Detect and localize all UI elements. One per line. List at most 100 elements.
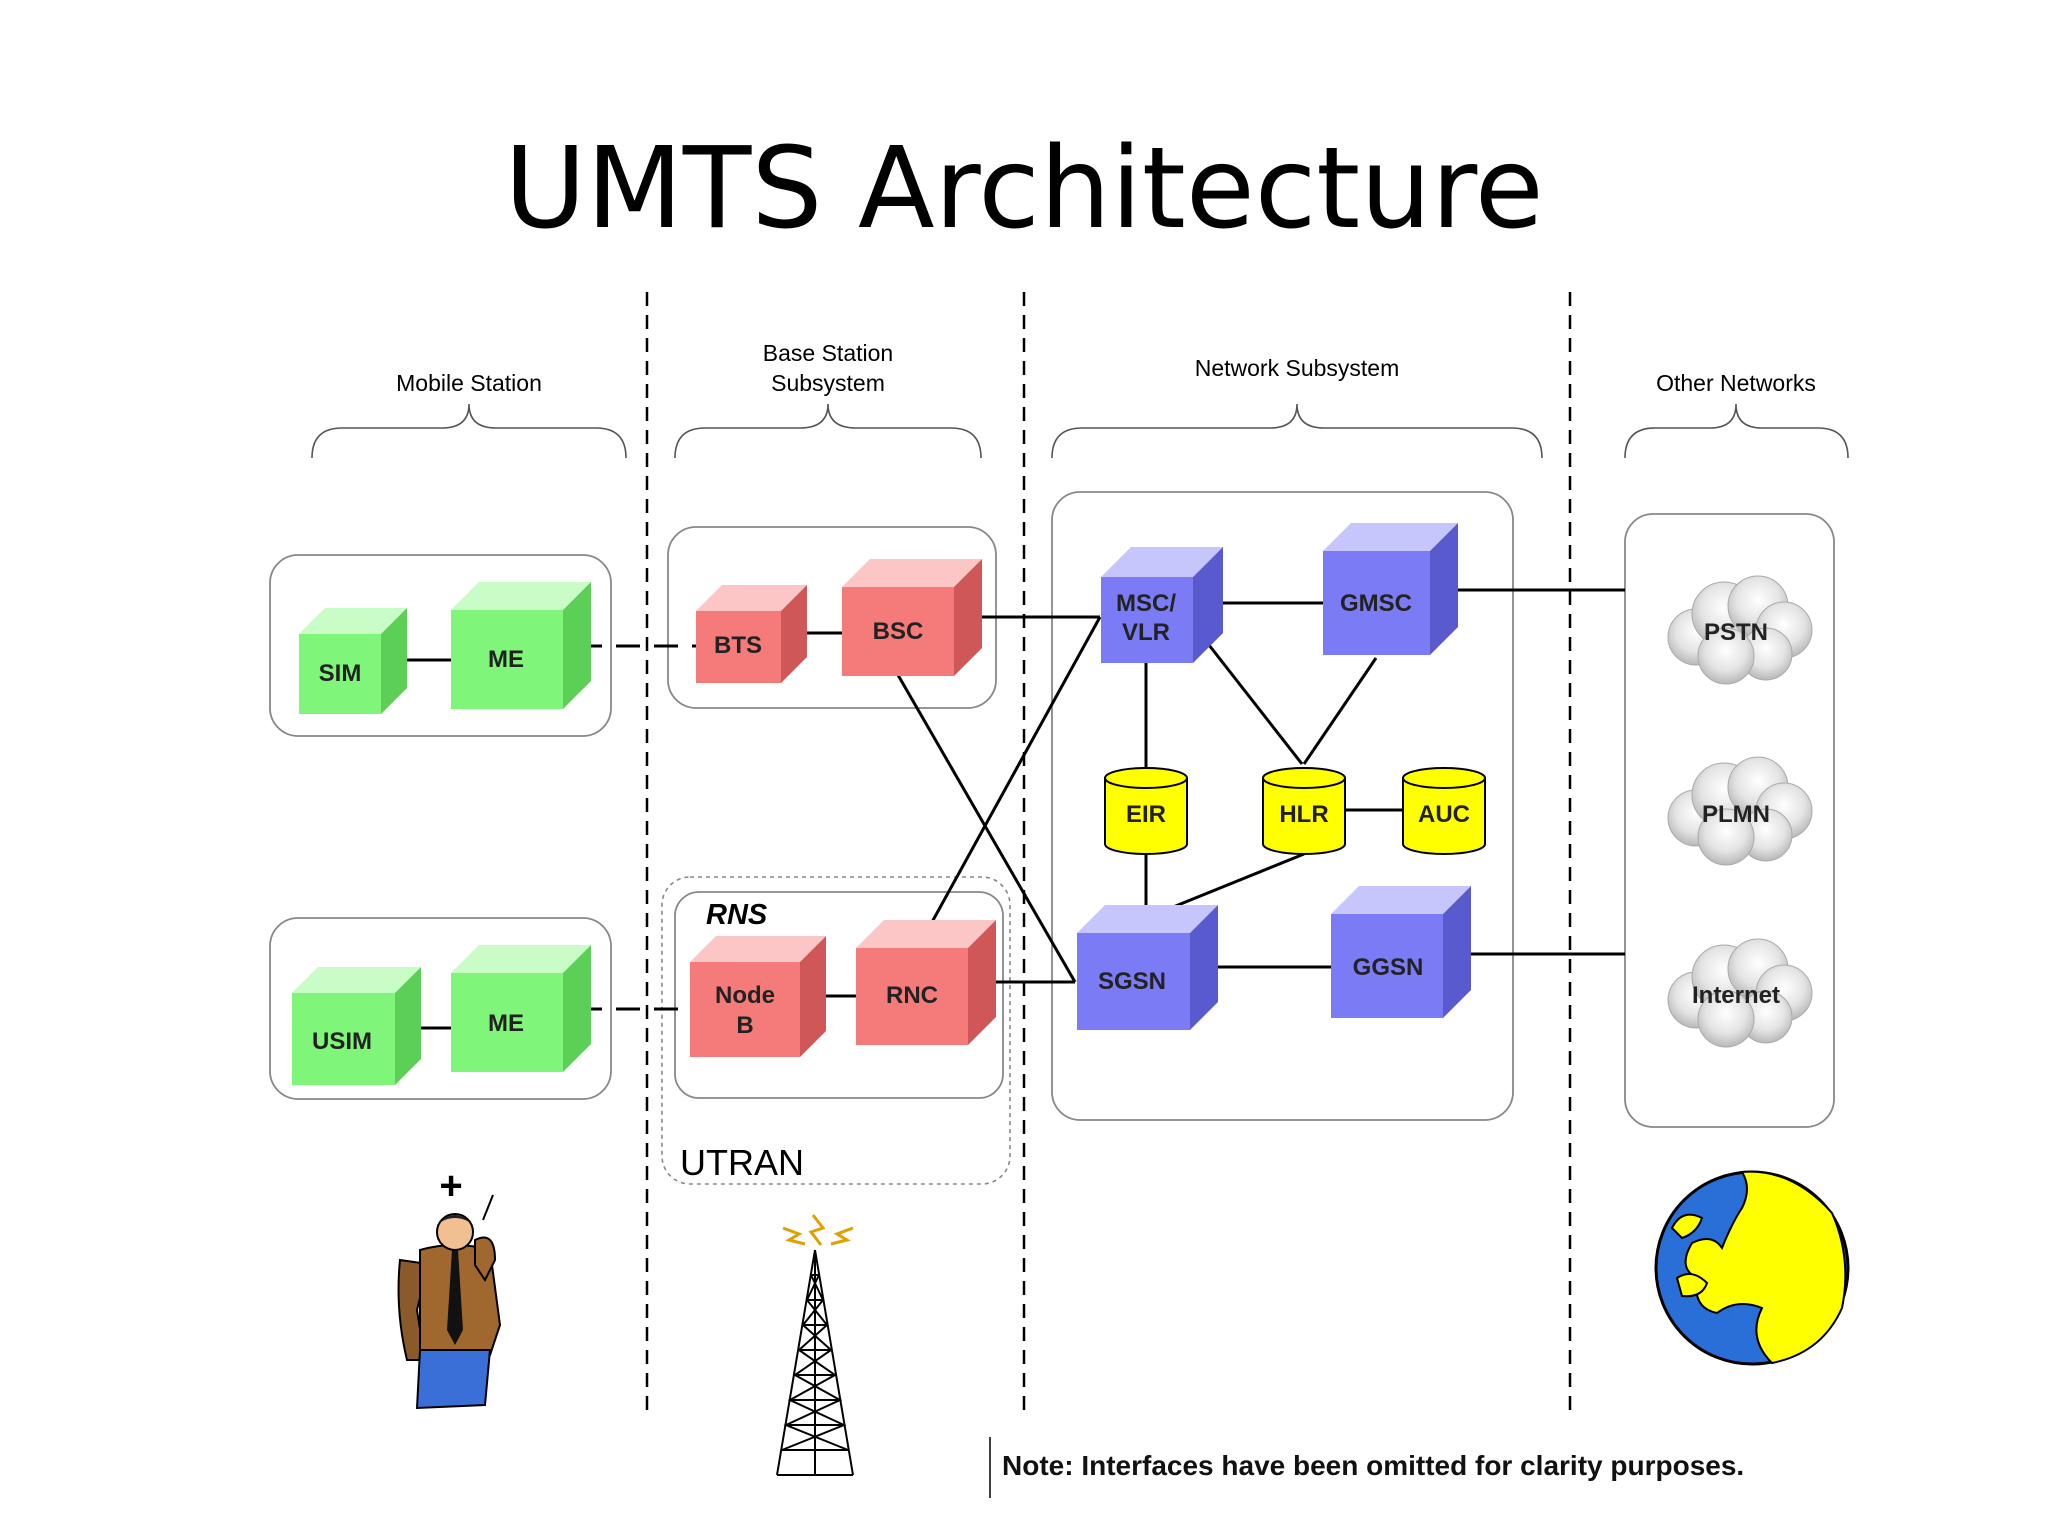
node-rnc[interactable]: RNC <box>886 982 938 1009</box>
node-usim[interactable]: USIM <box>312 1028 372 1055</box>
node-ggsn[interactable]: GGSN <box>1353 954 1424 981</box>
section-label-bss-line1: Base Station <box>763 340 893 366</box>
auc-cylinder-body <box>1402 778 1486 855</box>
nodeb-box-side-face <box>800 936 826 1057</box>
gmsc-box[interactable] <box>1323 523 1458 655</box>
bts-box[interactable] <box>696 585 807 683</box>
cloud-icon <box>1667 756 1813 866</box>
page-title: UMTS Architecture <box>504 124 1544 254</box>
sgsn-box-front-face <box>1077 933 1190 1030</box>
node-internet[interactable]: Internet <box>1692 982 1780 1009</box>
link-msc-hlr <box>1207 644 1304 765</box>
section-label-other-networks: Other Networks <box>1656 370 1816 396</box>
sim-box[interactable] <box>299 608 407 714</box>
rnc-box-front-face <box>856 948 968 1045</box>
gmsc-box-top-face <box>1323 523 1458 551</box>
ggsn-box-side-face <box>1443 886 1471 1018</box>
eir-database[interactable] <box>1104 767 1188 855</box>
node-sgsn[interactable]: SGSN <box>1098 968 1166 995</box>
sgsn-box-top-face <box>1077 905 1218 933</box>
bts-box-top-face <box>696 585 807 611</box>
section-label-network-subsystem: Network Subsystem <box>1195 355 1400 381</box>
section-label-bss-line2: Subsystem <box>771 370 885 396</box>
node-me-bottom[interactable]: ME <box>488 1010 524 1037</box>
plus-sign: + <box>439 1164 462 1208</box>
hlr-database[interactable] <box>1262 767 1346 855</box>
usim-box-front-face <box>292 993 395 1085</box>
node-sim[interactable]: SIM <box>319 660 362 687</box>
sgsn-box[interactable] <box>1077 905 1218 1030</box>
node-eir[interactable]: EIR <box>1126 801 1166 828</box>
msc-vlr-box-side-face <box>1193 547 1223 663</box>
globe-icon <box>1654 1170 1850 1366</box>
auc-cylinder-top <box>1402 767 1486 789</box>
node-nodeb-line2[interactable]: B <box>736 1012 753 1039</box>
me-top-box-front-face <box>451 610 563 709</box>
rns-label: RNS <box>706 899 768 931</box>
node-msc-line1[interactable]: MSC/ <box>1116 590 1176 617</box>
cloud-icon <box>1667 575 1813 685</box>
bsc-box[interactable] <box>842 559 982 676</box>
link-gmsc-hlr <box>1302 657 1378 765</box>
msc-vlr-box[interactable] <box>1101 547 1223 663</box>
me-bottom-box[interactable] <box>451 945 591 1072</box>
link-bsc-sgsn <box>896 674 1077 983</box>
radio-tower-icon <box>776 1214 854 1476</box>
cloud-icon <box>1667 938 1813 1048</box>
msc-vlr-box-top-face <box>1101 547 1223 577</box>
section-label-mobile-station: Mobile Station <box>396 370 542 396</box>
me-top-box-top-face <box>451 582 591 610</box>
hlr-cylinder-body <box>1262 778 1346 855</box>
me-bottom-box-front-face <box>451 973 563 1072</box>
bts-box-front-face <box>696 611 781 683</box>
node-plmn[interactable]: PLMN <box>1702 801 1770 828</box>
nodeb-box[interactable] <box>690 936 826 1057</box>
auc-database[interactable] <box>1402 767 1486 855</box>
brace-bss <box>674 403 982 459</box>
bsc-box-front-face <box>842 587 954 676</box>
interfaces-note: Note: Interfaces have been omitted for c… <box>1002 1450 1744 1481</box>
me-top-box[interactable] <box>451 582 591 709</box>
usim-box[interactable] <box>292 967 421 1085</box>
rnc-box-side-face <box>968 920 996 1045</box>
node-gmsc[interactable]: GMSC <box>1340 590 1412 617</box>
brace-network-subsystem <box>1051 403 1543 459</box>
node-pstn[interactable]: PSTN <box>1704 619 1768 646</box>
gmsc-box-side-face <box>1430 523 1458 655</box>
usim-box-side-face <box>395 967 421 1085</box>
me-top-box-side-face <box>563 582 591 709</box>
rnc-box-top-face <box>856 920 996 948</box>
msc-vlr-box-front-face <box>1101 577 1193 663</box>
node-bts[interactable]: BTS <box>714 632 762 659</box>
rnc-box[interactable] <box>856 920 996 1045</box>
ggsn-box-front-face <box>1331 914 1443 1018</box>
node-auc[interactable]: AUC <box>1418 801 1470 828</box>
hlr-cylinder-top <box>1262 767 1346 789</box>
utran-label: UTRAN <box>680 1142 804 1183</box>
me-bottom-box-side-face <box>563 945 591 1072</box>
ggsn-box-top-face <box>1331 886 1471 914</box>
me-bottom-box-top-face <box>451 945 591 973</box>
bsc-box-top-face <box>842 559 982 587</box>
node-msc-line2[interactable]: VLR <box>1122 619 1170 646</box>
sim-box-front-face <box>299 634 381 714</box>
usim-box-top-face <box>292 967 421 993</box>
sim-box-side-face <box>381 608 407 714</box>
nodeb-box-front-face <box>690 962 800 1057</box>
sgsn-box-side-face <box>1190 905 1218 1030</box>
nodeb-box-top-face <box>690 936 826 962</box>
brace-other-networks <box>1624 403 1849 459</box>
node-nodeb-line1[interactable]: Node <box>715 982 775 1009</box>
eir-cylinder-body <box>1104 778 1188 855</box>
sim-box-top-face <box>299 608 407 634</box>
gmsc-box-front-face <box>1323 551 1430 655</box>
utran-box <box>661 876 1011 1185</box>
bsc-box-side-face <box>954 559 982 676</box>
link-rnc-msc <box>924 616 1102 934</box>
node-hlr[interactable]: HLR <box>1279 801 1328 828</box>
ggsn-box[interactable] <box>1331 886 1471 1018</box>
node-bsc[interactable]: BSC <box>873 618 924 645</box>
brace-mobile-station <box>311 403 627 459</box>
node-me-top[interactable]: ME <box>488 646 524 673</box>
